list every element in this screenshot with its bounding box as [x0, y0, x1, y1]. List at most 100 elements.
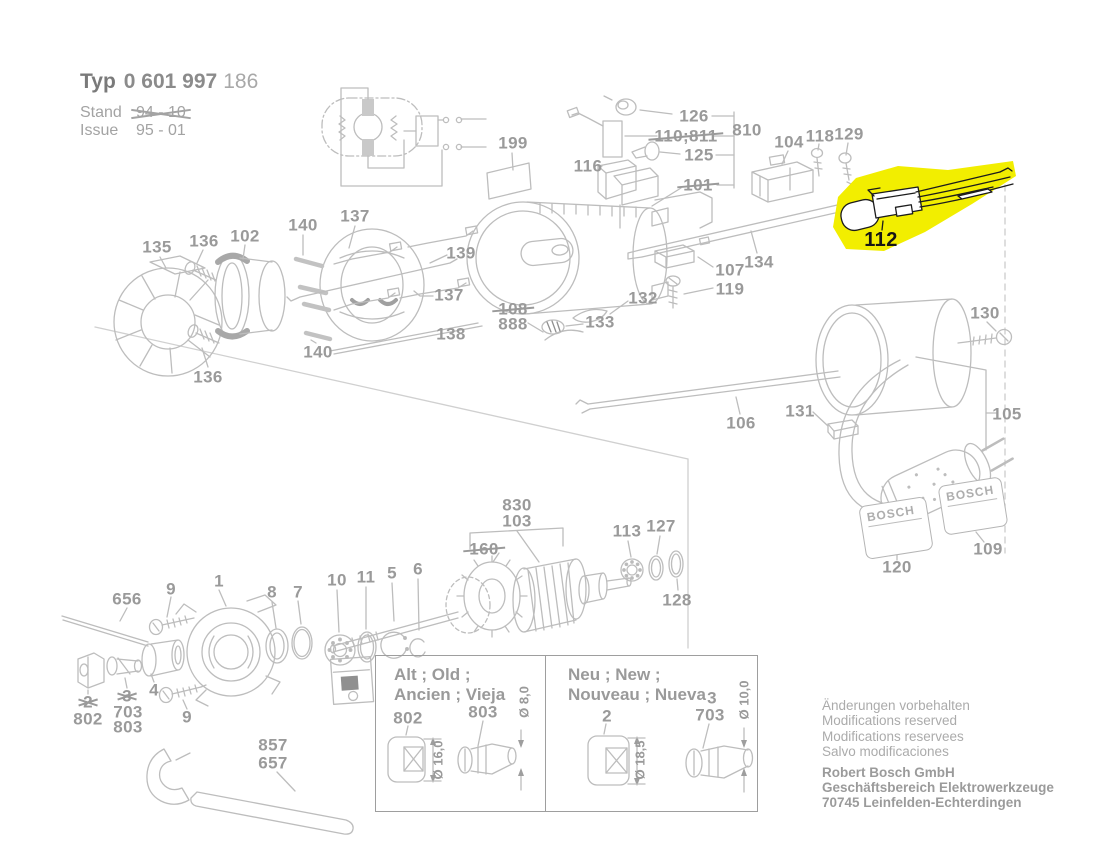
part-label-128: 128	[662, 590, 692, 610]
part-label-830: 830	[502, 495, 532, 515]
part-label-126: 126	[679, 106, 709, 126]
screw-136-bottom	[187, 324, 220, 368]
stand-row: Stand 94 - 10	[80, 104, 186, 122]
part-label-810: 810	[732, 120, 762, 140]
part-label-8: 8	[267, 582, 277, 602]
notice-line: Änderungen vorbehalten	[822, 698, 970, 713]
small-motor-parts	[527, 300, 629, 341]
part-label-703: 703	[113, 702, 143, 722]
sample-block	[329, 656, 375, 705]
refbox-old-title-2: Ancien ; Vieja	[394, 685, 506, 705]
issue-value: 95 - 01	[136, 122, 186, 139]
bosch-plate-109: BOSCH	[937, 476, 1009, 536]
notice-line: Modifications reservees	[822, 728, 964, 744]
part-label-857: 857	[258, 735, 288, 755]
part-label-9: 9	[182, 707, 192, 727]
part-label-109: 109	[973, 539, 1003, 559]
footer-notice: Änderungen vorbehalten Modifications res…	[822, 698, 1054, 811]
switch-104	[751, 150, 814, 203]
part-label-2: 2	[83, 692, 93, 712]
part-label-131: 131	[785, 401, 815, 421]
refbox-new-title-2: Nouveau ; Nueva	[568, 685, 706, 705]
construction-lines	[94, 162, 1006, 649]
typ-number: 0 601 997	[123, 70, 218, 93]
part-label-132: 132	[628, 288, 658, 308]
part-label-116: 116	[573, 156, 603, 176]
leader-lines-top	[597, 109, 738, 207]
part-label-138: 138	[436, 324, 466, 344]
part-label-120: 120	[882, 557, 912, 577]
holder-107	[654, 244, 714, 269]
part-label-107: 107	[715, 260, 745, 280]
part-label-3: 3	[707, 688, 717, 708]
part-label-7: 7	[293, 582, 303, 602]
part-label-10: 10	[327, 570, 347, 590]
part-label-139: 139	[446, 243, 476, 263]
part-label-136: 136	[193, 367, 223, 387]
part-label-105: 105	[992, 404, 1022, 424]
part-label-104: 104	[774, 132, 804, 152]
part-label-1: 1	[214, 571, 224, 591]
part-label-127: 127	[646, 516, 676, 536]
part-label-160: 160	[469, 539, 499, 559]
wrench	[146, 748, 354, 835]
refbox-old: Alt ; Old ; Ancien ; Vieja	[375, 655, 546, 812]
notice-line: Modifications reserved	[822, 713, 958, 729]
refbox-new: Neu ; New ; Nouveau ; Nueva	[545, 655, 758, 812]
part-label-106: 106	[726, 413, 756, 433]
part-label-2: 2	[602, 706, 612, 726]
screw-119	[665, 275, 714, 309]
stand-value-struck: 94 - 10	[136, 104, 186, 121]
part-label-135: 135	[142, 237, 172, 257]
motor-housing	[466, 191, 713, 315]
part-label-11: 11	[356, 567, 376, 587]
screw-118	[810, 143, 824, 177]
part-label-119: 119	[715, 279, 745, 299]
company-line: Robert Bosch GmbH	[822, 764, 955, 780]
part-label-9: 9	[166, 579, 176, 599]
refbox-old-title-1: Alt ; Old ;	[394, 665, 471, 684]
part-label-5: 5	[387, 563, 397, 583]
brush-assembly	[566, 95, 660, 229]
company-line: Geschäftsbereich Elektrowerkzeuge	[822, 779, 1054, 795]
part-label-Ø 10,0: Ø 10,0	[736, 680, 752, 720]
stand-label: Stand	[80, 104, 122, 121]
bosch-logo-text: BOSCH	[865, 502, 922, 528]
part-label-657: 657	[258, 753, 288, 773]
bearing-stack	[265, 578, 426, 666]
stator-frame	[319, 228, 425, 342]
part-label-802: 802	[393, 708, 423, 728]
part-label-Ø 8,0: Ø 8,0	[516, 686, 532, 718]
part-label-103: 103	[502, 511, 532, 531]
part-label-140: 140	[303, 342, 333, 362]
refbox-new-title-1: Neu ; New ;	[568, 665, 661, 684]
armature-assembly	[329, 527, 684, 654]
part-label-802: 802	[73, 709, 103, 729]
part-label-102: 102	[230, 226, 260, 246]
typ-suffix: 186	[223, 70, 259, 93]
part-label-888: 888	[498, 314, 528, 334]
connector-112	[840, 167, 1014, 232]
part-label-4: 4	[149, 680, 159, 700]
wiring-schematic	[321, 87, 487, 187]
bosch-plate-120: BOSCH	[858, 496, 934, 560]
part-label-6: 6	[413, 559, 423, 579]
part-label-134: 134	[744, 252, 774, 272]
screw-130	[957, 321, 1013, 346]
part-label-113: 113	[612, 521, 642, 541]
part-label-125: 125	[684, 145, 714, 165]
fan-135	[113, 255, 223, 377]
rods-140	[293, 256, 333, 342]
part-label-Ø 18,5: Ø 18,5	[632, 740, 648, 780]
part-label-101: 101	[683, 175, 713, 195]
part-label-Ø 16,0: Ø 16,0	[430, 740, 446, 780]
field-coil-102	[214, 244, 286, 340]
brush-wires	[286, 225, 483, 355]
part-label-108: 108	[498, 299, 528, 319]
part-label-133: 133	[585, 312, 615, 332]
part-label-137: 137	[340, 206, 370, 226]
